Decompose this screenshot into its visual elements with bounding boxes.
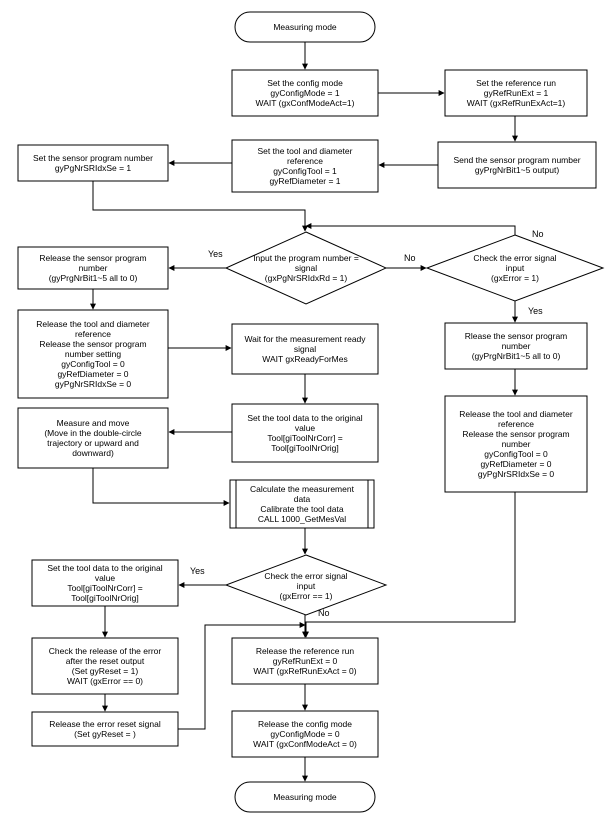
wait-ready-step: Wait for the measurement ready signal WA… (244, 334, 366, 364)
check-error2-decision: Check the error signal input (gxError ==… (264, 571, 348, 601)
release-tool1-shape (17, 309, 169, 399)
send-sensor-step: Send the sensor program number gyPrgNrBi… (453, 155, 581, 175)
set-tool-data2-shape (31, 559, 179, 607)
end-terminal: Measuring mode (273, 792, 337, 802)
edge-measure-calc (92, 468, 230, 506)
release-reset-shape (31, 711, 179, 747)
check-error2-diamond (224, 554, 388, 616)
release-config-step: Release the config mode gyConfigMode = 0… (253, 719, 357, 749)
calculate-subprocess: Calculate the measurement data Calibrate… (250, 484, 354, 524)
set-tool-data1-step: Set the tool data to the original value … (247, 413, 363, 453)
input-prog-decision: Input the program number = signal (gxPgN… (253, 253, 359, 283)
edge-error1-loop (305, 223, 516, 235)
end-terminal-shape (234, 781, 376, 813)
release-ref-run-shape (231, 637, 379, 685)
set-tool-data2-step: Set the tool data to the original value … (47, 563, 163, 603)
edge-sensornum-input (92, 181, 308, 232)
send-sensor-shape (437, 141, 597, 189)
release-ref-run-step: Release the reference run gyRefRunExt = … (253, 646, 357, 676)
set-tool-ref-step: Set the tool and diameter reference gyCo… (257, 146, 353, 186)
release-sensor1-step: Release the sensor program number (gyPrg… (39, 253, 147, 283)
release-reset-step: Release the error reset signal (Set gyRe… (49, 719, 161, 739)
set-tool-data1-shape (231, 403, 379, 463)
edge-reset-refrelease (178, 622, 306, 730)
yes-label-error2: Yes (190, 566, 205, 576)
set-ref-run-shape (444, 69, 588, 117)
calculate-shape (229, 479, 375, 529)
start-terminal: Measuring mode (273, 22, 337, 32)
release-tool1-step: Release the tool and diameter reference … (36, 319, 150, 389)
yes-label-input: Yes (208, 249, 223, 259)
wait-ready-shape (231, 323, 379, 375)
release-sensor2-step: Rlease the sensor program number (gyPrgN… (464, 331, 568, 361)
no-label-error2: No (318, 608, 330, 618)
release-tool2-shape (444, 395, 588, 493)
edge-tool2-refrelease (303, 492, 516, 638)
set-config-step: Set the config mode gyConfigMode = 1 WAI… (255, 78, 355, 108)
release-tool2-step: Release the tool and diameter reference … (459, 409, 573, 479)
set-ref-run-step: Set the reference run gyRefRunExt = 1 WA… (466, 78, 566, 108)
set-sensor-num-step: Set the sensor program number gyPgNrSRId… (32, 153, 153, 173)
release-sensor2-shape (444, 322, 588, 370)
release-sensor1-shape (17, 246, 169, 290)
check-release-shape (31, 637, 179, 695)
set-config-shape (231, 69, 379, 117)
no-label-input: No (404, 253, 416, 263)
check-error1-decision: Check the error signal input (gxError = … (473, 253, 557, 283)
input-prog-diamond (224, 231, 388, 305)
set-tool-ref-shape (231, 139, 379, 193)
yes-label-error1: Yes (528, 306, 543, 316)
measure-move-step: Measure and move (Move in the double-cir… (44, 418, 142, 458)
check-release-step: Check the release of the error after the… (48, 646, 162, 686)
release-config-shape (231, 710, 379, 758)
no-label-loop: No (532, 229, 544, 239)
